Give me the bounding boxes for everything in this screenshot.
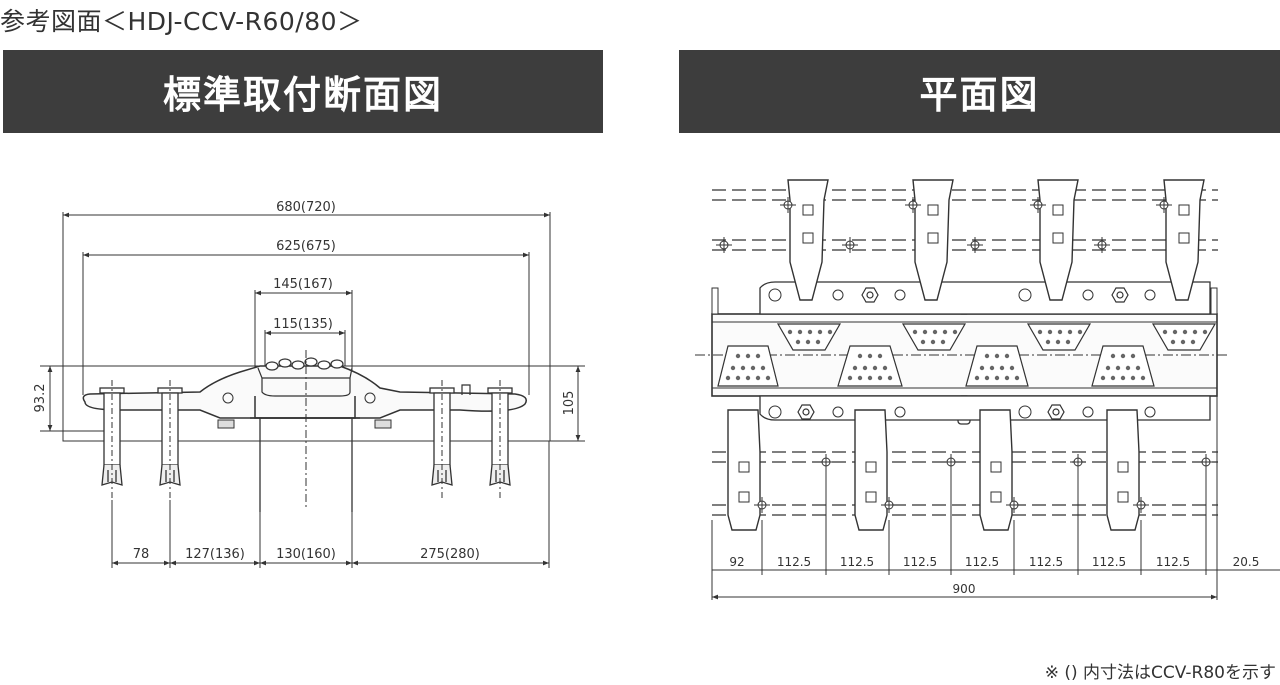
dim-inner-width: 625(675) (276, 239, 336, 254)
section-view-drawing (40, 212, 585, 568)
dim-bottom-b: 127(136) (185, 547, 245, 562)
dim-total-width: 900 (953, 582, 976, 596)
dim-bottom-a: 78 (133, 547, 150, 562)
pitch-label: 112.5 (903, 555, 937, 569)
dim-height-left: 93.2 (33, 384, 48, 413)
plan-view-banner: 平面図 (679, 50, 1280, 133)
pitch-label: 92 (729, 555, 744, 569)
dim-height-right: 105 (562, 391, 577, 416)
dim-bottom-c: 130(160) (276, 547, 336, 562)
dim-overall-width: 680(720) (276, 200, 336, 215)
section-view-banner: 標準取付断面図 (3, 50, 603, 133)
pitch-label: 112.5 (777, 555, 811, 569)
dim-bottom-d: 275(280) (420, 547, 480, 562)
pitch-label: 112.5 (1156, 555, 1190, 569)
pitch-label: 112.5 (1029, 555, 1063, 569)
page-title: 参考図面＜HDJ-CCV-R60/80＞ (0, 7, 363, 36)
dim-top-width: 115(135) (273, 317, 333, 332)
footnote: ※ () 内寸法はCCV-R80を示す (1044, 663, 1276, 683)
pitch-label: 112.5 (1092, 555, 1126, 569)
pitch-label: 20.5 (1233, 555, 1260, 569)
pitch-label: 112.5 (840, 555, 874, 569)
pitch-label: 112.5 (965, 555, 999, 569)
plan-view-drawing (695, 179, 1280, 600)
dim-base-width: 145(167) (273, 277, 333, 292)
